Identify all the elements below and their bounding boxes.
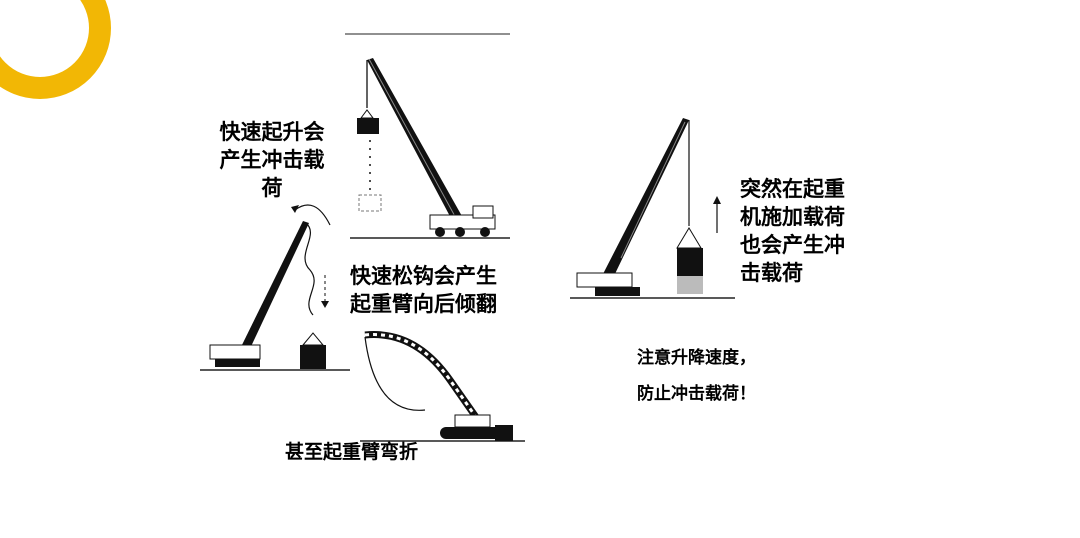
crane-boom-break-illustration xyxy=(355,325,530,450)
accent-arc-decoration xyxy=(0,0,130,120)
sudden-load-label: 突然在起重 机施加载荷 也会产生冲 击载荷 xyxy=(740,175,845,287)
boom-break-label: 甚至起重臂弯折 xyxy=(285,437,418,464)
sudden-load-line-2: 机施加载荷 xyxy=(740,203,845,231)
rapid-release-line-2: 起重臂向后倾翻 xyxy=(350,290,497,318)
up-arrow-icon xyxy=(710,195,724,235)
rapid-release-label: 快速松钩会产生 起重臂向后倾翻 xyxy=(350,262,497,318)
caution-note-line-2: 防止冲击载荷！ xyxy=(637,376,756,412)
caution-note-line-1: 注意升降速度， xyxy=(637,340,756,376)
caution-note: 注意升降速度， 防止冲击载荷！ xyxy=(637,340,756,412)
crane-rapid-lift-illustration xyxy=(345,30,515,245)
sudden-load-line-1: 突然在起重 xyxy=(740,175,845,203)
rapid-release-line-1: 快速松钩会产生 xyxy=(350,262,497,290)
sudden-load-line-3: 也会产生冲 xyxy=(740,231,845,259)
sudden-load-line-4: 击载荷 xyxy=(740,259,845,287)
rapid-lift-line-1: 快速起升会 xyxy=(216,118,328,146)
rapid-lift-line-2: 产生冲击载 xyxy=(216,146,328,174)
crane-rapid-release-illustration xyxy=(195,195,355,385)
rapid-lift-label: 快速起升会 产生冲击载 荷 xyxy=(216,118,328,202)
